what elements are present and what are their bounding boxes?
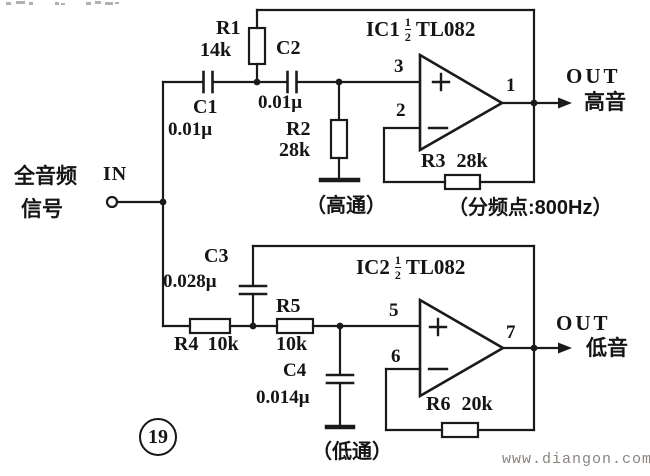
resistor-r6-icon (440, 421, 480, 439)
figure-number: 19 (148, 425, 168, 448)
out2-cn-label: 低音 (586, 337, 628, 360)
arrow-right-icon (558, 97, 572, 109)
opamp1-triangle-icon (418, 52, 505, 153)
pin6-label: 6 (391, 346, 401, 367)
ic2-label: IC2 1 2 TL082 (356, 254, 465, 281)
plus-input-icon (431, 72, 451, 92)
site-watermark: www.diangon.com (502, 451, 650, 468)
junction-dot (159, 198, 167, 206)
resistor-r5-icon (275, 317, 315, 335)
input-terminal-icon (105, 195, 119, 209)
pin1-label: 1 (506, 75, 516, 96)
resistor-r2-icon (329, 118, 349, 160)
capacitor-c3-icon (238, 284, 268, 296)
capacitor-c4-icon (325, 373, 355, 385)
ic1-prefix: IC1 (366, 17, 400, 42)
ic2-prefix: IC2 (356, 255, 390, 280)
pin7-label: 7 (506, 322, 516, 343)
c4-name-label: C4 (283, 360, 307, 381)
input-signal-name-line2: 信号 (21, 198, 63, 221)
resistor-r4-icon (188, 317, 232, 335)
out1-label: OUT (566, 64, 621, 88)
r2-name-label: R2 (286, 118, 311, 140)
lowpass-type-label: （低通） (312, 441, 392, 463)
pin5-label: 5 (389, 300, 399, 321)
ic2-chip: TL082 (405, 255, 466, 280)
ic1-chip: TL082 (415, 17, 476, 42)
c1-value-label: 0.01μ (168, 119, 213, 140)
crossover-point-label: （分频点:800Hz） (448, 197, 613, 219)
pin2-label: 2 (396, 100, 406, 121)
opamp2-triangle-icon (418, 297, 506, 399)
half-fraction: 1 2 (394, 253, 401, 282)
figure-number-badge: 19 (139, 418, 177, 456)
r5-name-label: R5 (276, 295, 301, 317)
r3-label: R3 28k (421, 150, 488, 172)
c1-name-label: C1 (193, 96, 218, 118)
plus-input-icon (428, 317, 448, 337)
half-fraction: 1 2 (404, 15, 411, 44)
pin3-label: 3 (394, 56, 404, 77)
highpass-type-label: （高通） (306, 195, 386, 217)
capacitor-c2-icon (286, 70, 298, 94)
r4-label: R4 10k (174, 333, 239, 355)
c2-value-label: 0.01μ (258, 92, 303, 113)
input-signal-name-line1: 全音频 (14, 165, 77, 188)
capacitor-c1-icon (202, 70, 214, 94)
out2-label: OUT (556, 311, 611, 335)
c3-name-label: C3 (204, 245, 229, 267)
cropped-text-artifacts (6, 1, 119, 5)
c3-value-label: 0.028μ (163, 271, 217, 292)
c2-name-label: C2 (276, 37, 301, 59)
ic1-label: IC1 1 2 TL082 (366, 16, 475, 43)
r6-label: R6 20k (426, 393, 493, 415)
r5-value-label: 10k (276, 333, 308, 355)
arrow-right-icon (558, 342, 572, 354)
r1-name-label: R1 (216, 17, 241, 39)
r2-value-label: 28k (279, 139, 311, 161)
c4-value-label: 0.014μ (256, 387, 310, 408)
input-port-label: IN (103, 163, 128, 185)
resistor-r3-icon (443, 173, 482, 191)
resistor-r1-icon (247, 26, 267, 66)
out1-cn-label: 高音 (584, 91, 626, 114)
r1-value-label: 14k (200, 39, 232, 61)
